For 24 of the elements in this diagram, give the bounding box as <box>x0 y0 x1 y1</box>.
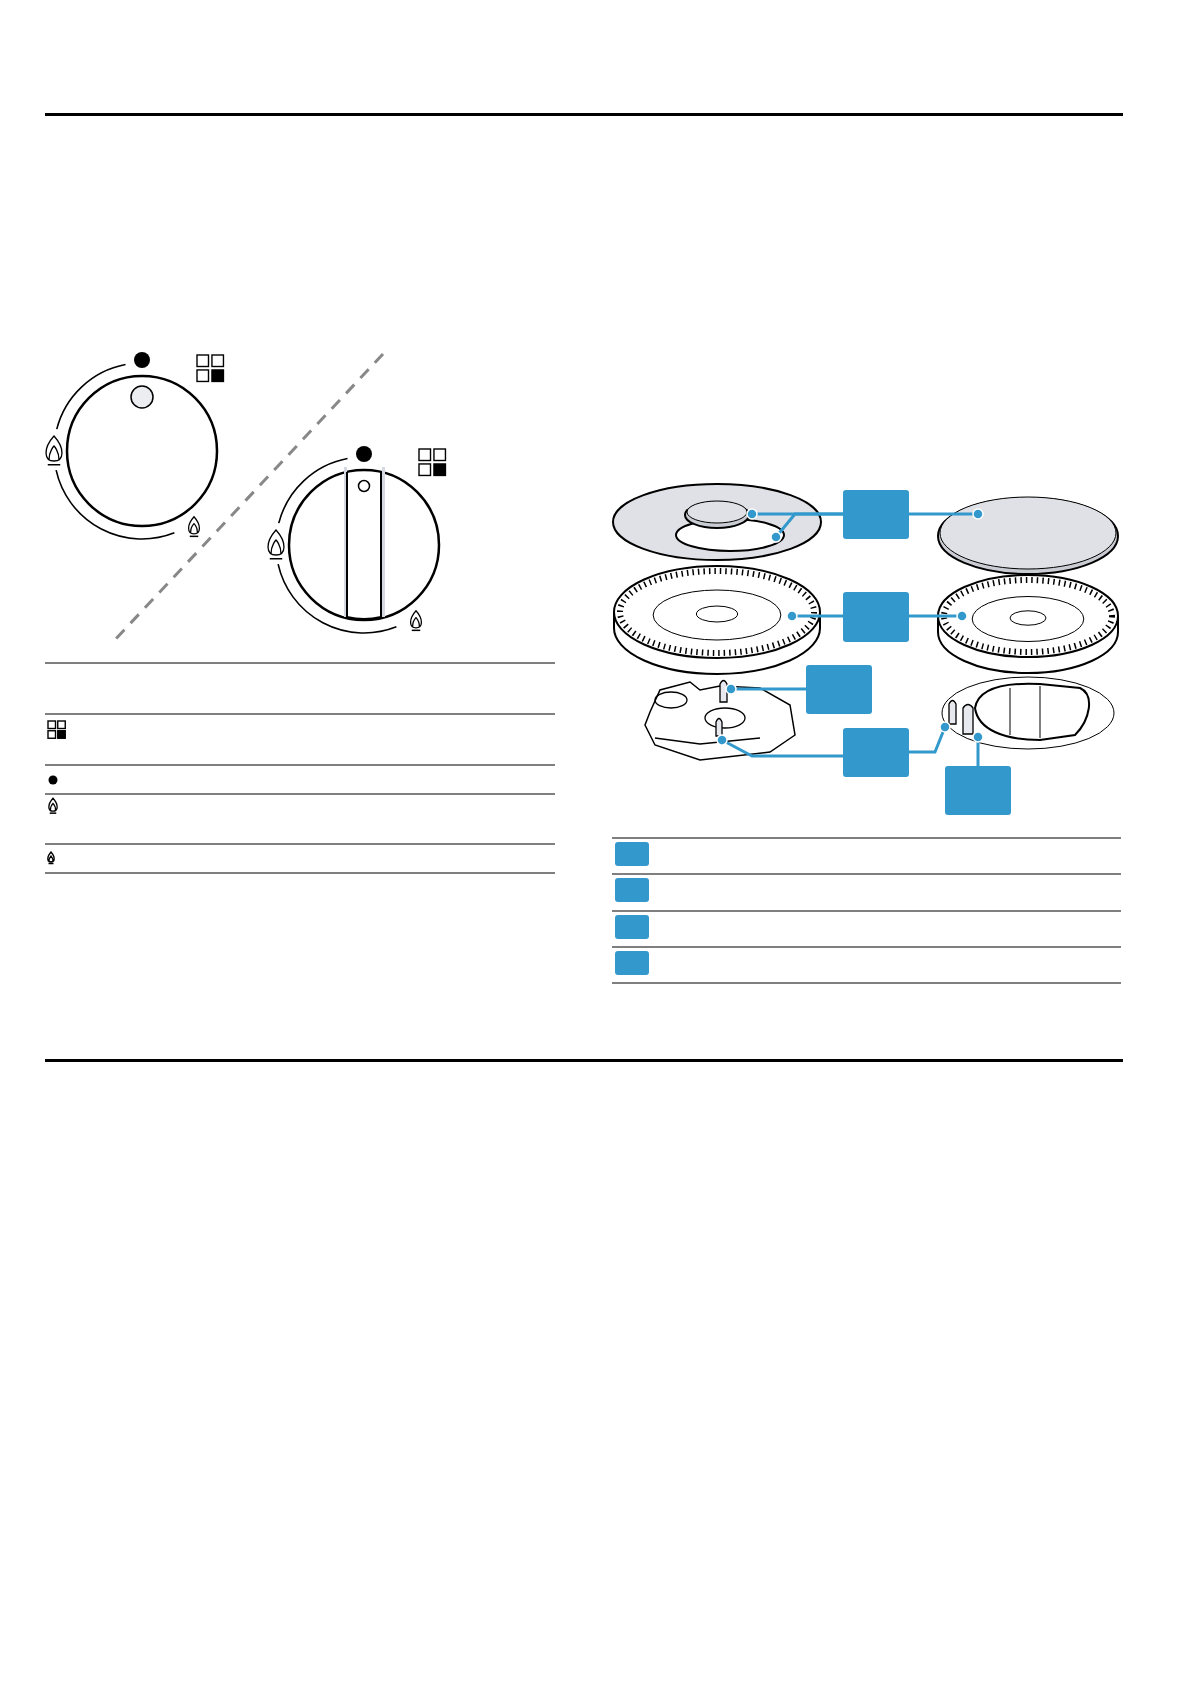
electrode-pin <box>962 703 974 735</box>
callout-box <box>615 915 649 939</box>
burner-crown <box>937 574 1119 674</box>
leader-line <box>972 731 984 766</box>
electrode-pin <box>715 717 723 737</box>
electrode-pin <box>948 699 957 725</box>
callout-box <box>945 766 1011 815</box>
leader-line <box>909 721 951 754</box>
callout-box <box>843 490 909 539</box>
leader-line <box>725 683 806 695</box>
callout-box <box>843 592 909 642</box>
electrode-pin <box>719 679 728 703</box>
burner-cap <box>937 496 1119 575</box>
callout-box <box>615 951 649 975</box>
leader-line <box>909 610 968 622</box>
callout-box <box>615 878 649 902</box>
burner-crown <box>613 565 821 675</box>
leader-line <box>786 610 843 622</box>
callout-box <box>843 728 909 777</box>
callout-box <box>806 665 872 714</box>
leader-line <box>770 512 843 543</box>
leader-line <box>716 734 843 758</box>
leader-line <box>909 508 984 520</box>
callout-box <box>615 842 649 866</box>
